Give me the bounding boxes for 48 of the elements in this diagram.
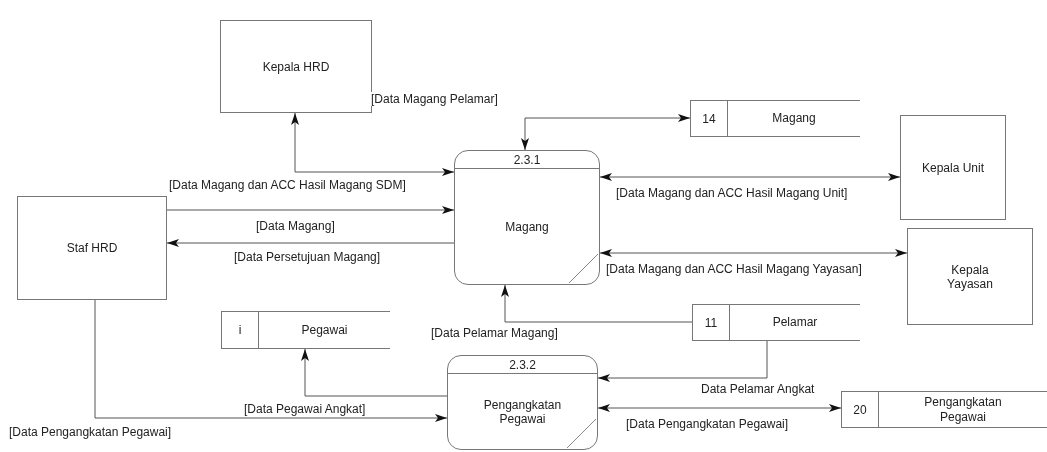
entity-name: Kepala HRD [262, 59, 330, 74]
process-box [447, 355, 598, 450]
arrow [501, 284, 693, 323]
edge-label: Data Pelamar Angkat [700, 382, 816, 396]
entity-box [900, 115, 1006, 220]
edge-label: [Data Magang dan ACC Hasil Magang SDM] [168, 178, 407, 192]
store-name: Pengangkatan Pegawai [923, 394, 1003, 425]
edge-label: [Data Persetujuan Magang] [233, 250, 382, 264]
entity-name: Kepala Yayasan [946, 262, 994, 291]
process-name: Pengangkatan Pegawai [482, 397, 563, 426]
edge-label: [Data Pengangkatan Pegawai] [625, 417, 790, 431]
entity-box [220, 20, 372, 113]
arrow [166, 206, 455, 214]
arrow [597, 340, 768, 382]
arrow [521, 114, 691, 151]
process-name: Magang [505, 219, 549, 234]
process-number: 2.3.1 [513, 153, 541, 167]
store-name: Magang [772, 111, 816, 126]
edge-label: [Data Magang dan ACC Hasil Magang Yayasan] [605, 262, 863, 276]
arrow [94, 299, 448, 422]
process-box [454, 150, 600, 285]
store-name: Pelamar [772, 315, 818, 330]
arrow [599, 249, 908, 257]
arrow [301, 348, 448, 397]
store-number: 14 [702, 111, 716, 126]
store-name: Pegawai [301, 322, 348, 338]
arrow [599, 173, 901, 181]
arrow [166, 239, 455, 247]
entity-box [17, 196, 167, 300]
data-store [221, 311, 390, 349]
data-store [692, 304, 860, 341]
edge-label: [Data Magang Pelamar] [370, 92, 499, 106]
edge-label: [Data Magang] [255, 219, 336, 233]
process-number: 2.3.2 [509, 358, 536, 372]
entity-box [907, 228, 1033, 325]
entity-name: Staf HRD [66, 241, 118, 255]
edge-label: [Data Pelamar Magang] [430, 326, 559, 340]
data-store [690, 100, 860, 137]
edge-label: [Data Pegawai Angkat] [243, 402, 367, 416]
arrow [291, 112, 455, 176]
entity-name: Kepala Unit [921, 160, 984, 175]
edge-label: [Data Pengangkatan Pegawai] [8, 425, 173, 439]
store-number: i [238, 323, 242, 337]
arrow [597, 404, 842, 412]
store-number: 11 [704, 315, 718, 330]
edge-label: [Data Magang dan ACC Hasil Magang Unit] [615, 186, 849, 200]
data-store [841, 391, 1047, 428]
store-number: 20 [853, 402, 867, 417]
